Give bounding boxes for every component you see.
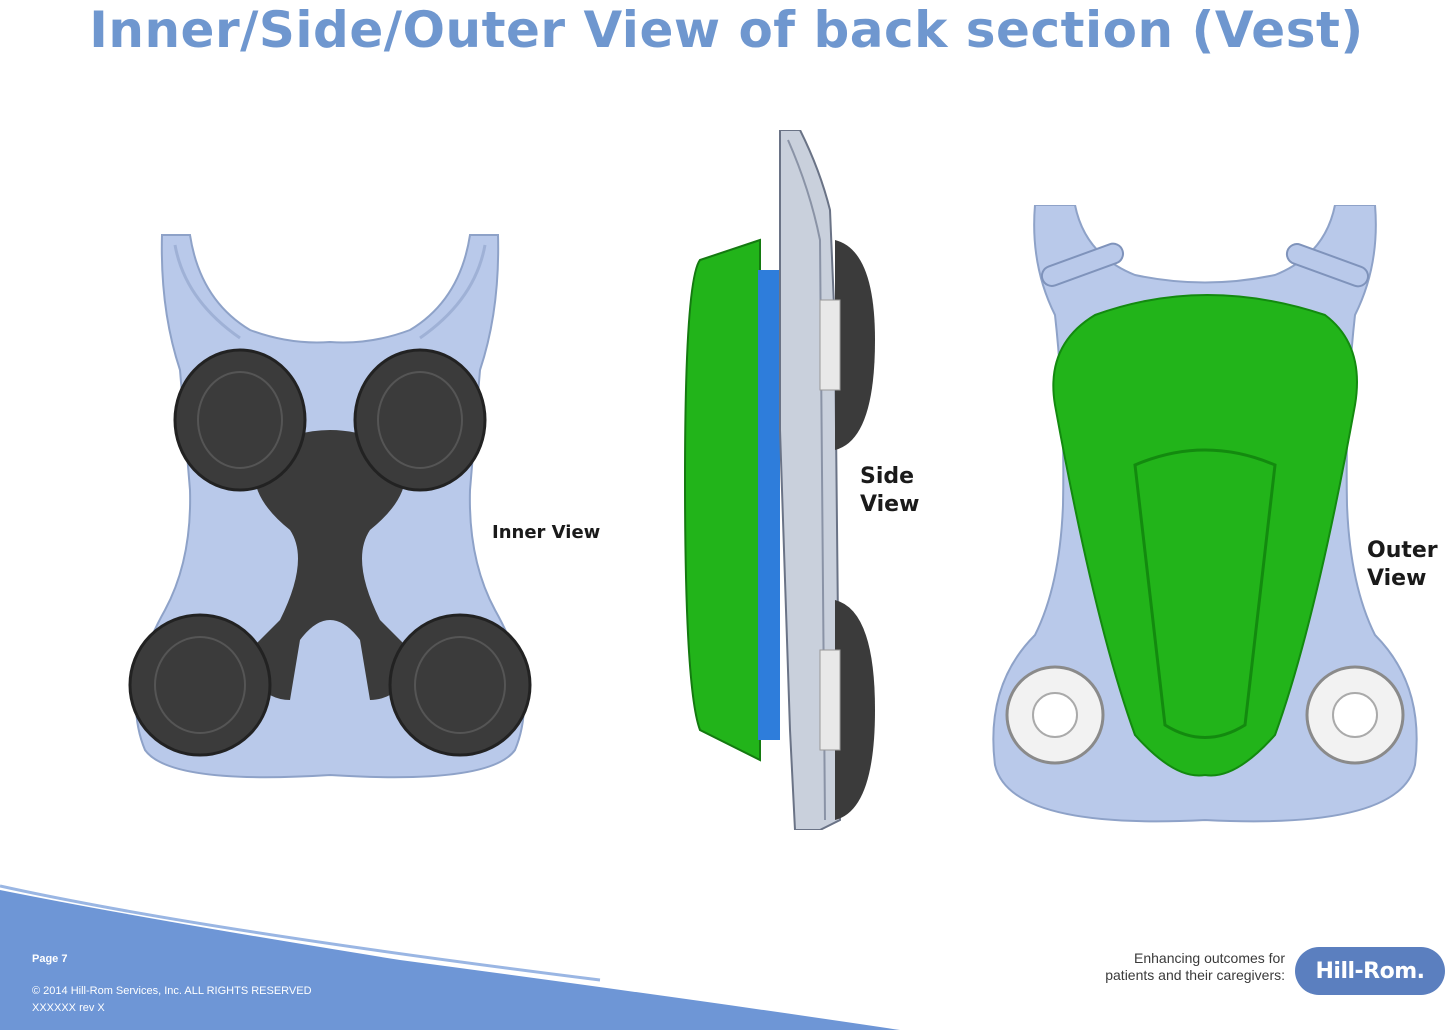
side-green-shell bbox=[683, 238, 761, 762]
page-number: Page 7 bbox=[32, 953, 68, 965]
tagline-line-1: Enhancing outcomes for bbox=[1134, 950, 1285, 966]
tagline: Enhancing outcomes for patients and thei… bbox=[1065, 950, 1285, 984]
inner-view-figure bbox=[128, 234, 532, 779]
side-view-figure bbox=[683, 130, 875, 830]
tagline-line-2: patients and their caregivers: bbox=[1105, 967, 1285, 983]
outer-view-figure bbox=[992, 205, 1418, 823]
inner-pad-top-left bbox=[173, 348, 307, 492]
copyright-line-2: XXXXXX rev X bbox=[32, 1002, 105, 1014]
footer-swoosh bbox=[0, 884, 900, 1030]
inner-pad-bottom-right bbox=[388, 613, 532, 757]
slide-title: Inner/Side/Outer View of back section (V… bbox=[89, 1, 1364, 59]
hill-rom-logo: Hill-Rom. bbox=[1295, 947, 1445, 995]
side-blue-plate bbox=[758, 270, 780, 740]
side-lower-pad bbox=[835, 600, 875, 820]
outer-green-shell bbox=[1052, 294, 1358, 777]
copyright: © 2014 Hill-Rom Services, Inc. ALL RIGHT… bbox=[32, 983, 312, 1017]
copyright-line-1: © 2014 Hill-Rom Services, Inc. ALL RIGHT… bbox=[32, 985, 312, 997]
outer-view-label: Outer View bbox=[1367, 538, 1438, 591]
inner-view-label: Inner View bbox=[492, 522, 601, 543]
inner-pad-bottom-left bbox=[128, 613, 272, 757]
inner-pad-connector bbox=[240, 430, 420, 700]
side-upper-pad bbox=[835, 240, 875, 450]
side-view-label: Side View bbox=[860, 464, 920, 517]
inner-pad-top-right bbox=[353, 348, 487, 492]
